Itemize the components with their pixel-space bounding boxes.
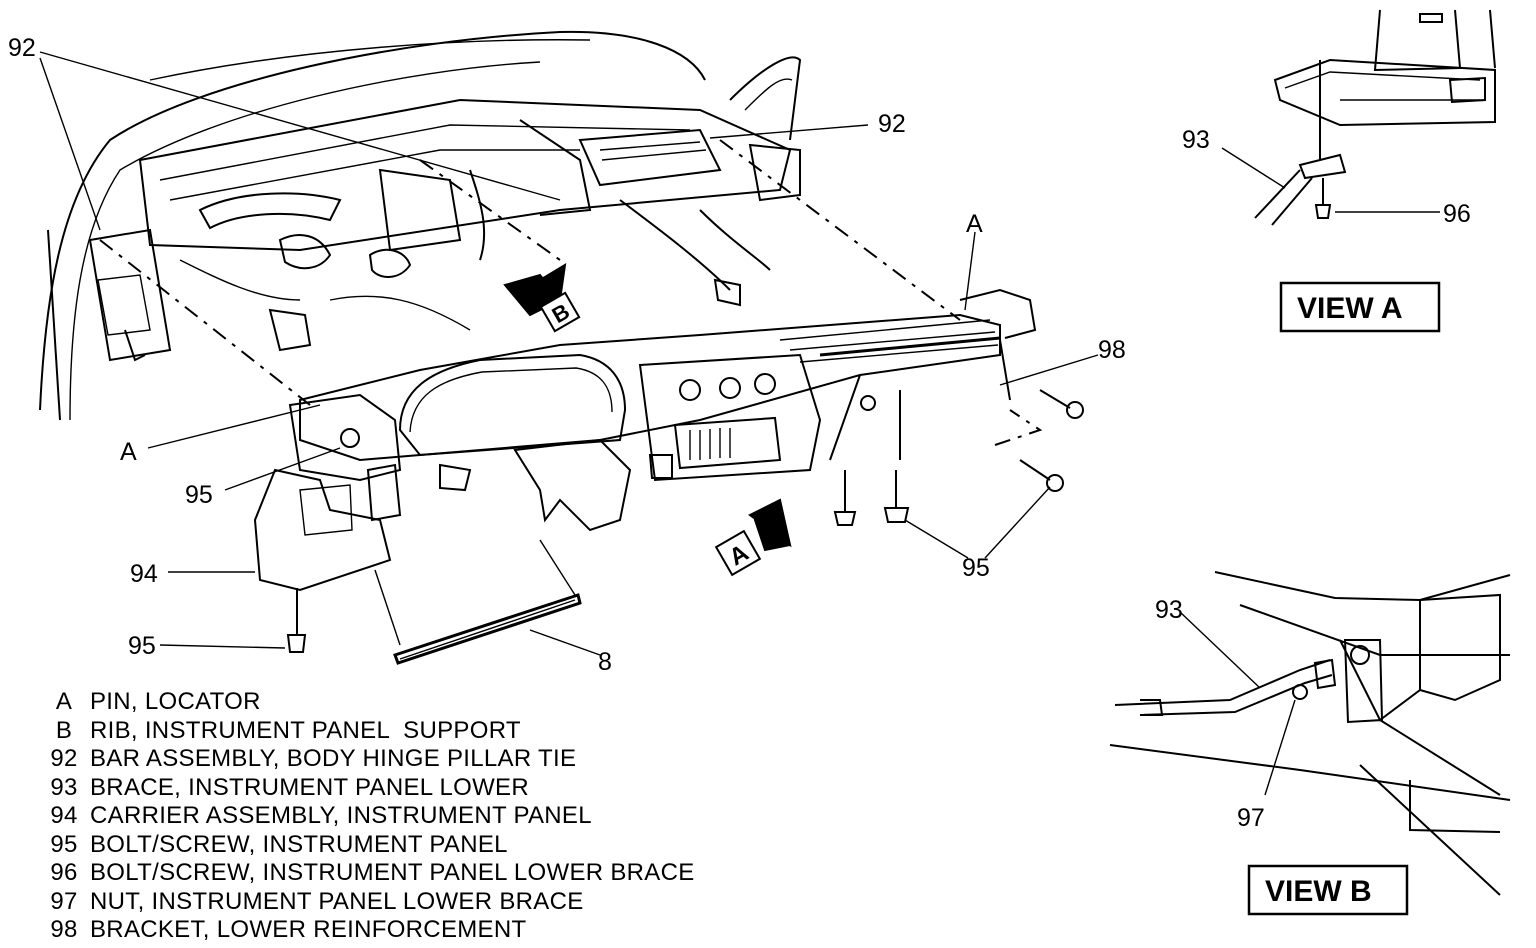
view-a-title-box (1279, 281, 1441, 333)
callout-96-view-a: 96 (1443, 200, 1471, 228)
bolt-icon (860, 395, 876, 411)
legend-text: RIB, INSTRUMENT PANEL SUPPORT (90, 716, 521, 744)
legend-code: B (55, 716, 73, 744)
callout-a-right: A (966, 210, 983, 238)
legend-code: 95 (50, 830, 78, 858)
view-b-title-box (1247, 864, 1409, 916)
legend-item: 97 NUT, INSTRUMENT PANEL LOWER BRACE (38, 888, 758, 917)
legend-text: BAR ASSEMBLY, BODY HINGE PILLAR TIE (90, 745, 577, 773)
legend-item: A PIN, LOCATOR (38, 688, 758, 717)
legend-code: 96 (50, 859, 78, 887)
callout-92-top-left: 92 (8, 34, 36, 62)
bolt-icon (1039, 389, 1084, 419)
legend-item: 95 BOLT/SCREW, INSTRUMENT PANEL (38, 831, 758, 860)
main-assembly-drawing: B (39, 30, 1099, 665)
legend-text: PIN, LOCATOR (90, 688, 261, 716)
legend-text: BOLT/SCREW, INSTRUMENT PANEL LOWER BRACE (90, 859, 695, 887)
legend-code: 94 (50, 802, 78, 830)
view-a-detail (1221, 9, 1496, 226)
callout-94: 94 (130, 560, 158, 588)
view-a-title: VIEW A (1297, 292, 1403, 325)
bolt-icon (883, 470, 910, 523)
callout-98: 98 (1098, 336, 1126, 364)
legend-item: 93 BRACE, INSTRUMENT PANEL LOWER (38, 774, 758, 803)
callout-97-view-b: 97 (1237, 804, 1265, 832)
callout-93-view-b: 93 (1155, 596, 1183, 624)
legend-code: 92 (50, 745, 78, 773)
view-b-detail (1109, 571, 1511, 896)
legend-code: A (55, 688, 73, 716)
arrow-a-marker: A (714, 529, 762, 577)
parts-legend: A PIN, LOCATOR B RIB, INSTRUMENT PANEL S… (38, 688, 758, 945)
callout-93-view-a: 93 (1182, 126, 1210, 154)
view-b-title: VIEW B (1265, 875, 1372, 908)
bolt-icon (286, 588, 307, 653)
legend-item: 92 BAR ASSEMBLY, BODY HINGE PILLAR TIE (38, 745, 758, 774)
legend-item: 94 CARRIER ASSEMBLY, INSTRUMENT PANEL (38, 802, 758, 831)
callout-95-left: 95 (185, 481, 213, 509)
legend-text: NUT, INSTRUMENT PANEL LOWER BRACE (90, 887, 584, 915)
bolt-icon (1019, 459, 1064, 492)
callout-8: 8 (598, 648, 612, 676)
legend-item: 96 BOLT/SCREW, INSTRUMENT PANEL LOWER BR… (38, 859, 758, 888)
bolt-icon (833, 470, 857, 526)
legend-code: 98 (50, 916, 78, 944)
callout-92-top-right: 92 (878, 110, 906, 138)
legend-text: CARRIER ASSEMBLY, INSTRUMENT PANEL (90, 802, 592, 830)
arrow-b-marker: B (539, 291, 581, 333)
legend-item: 98 BRACKET, LOWER REINFORCEMENT (38, 916, 758, 945)
legend-code: 93 (50, 773, 78, 801)
callout-95-right: 95 (962, 554, 990, 582)
legend-item: B RIB, INSTRUMENT PANEL SUPPORT (38, 717, 758, 746)
callout-a-left: A (120, 438, 137, 466)
legend-text: BRACE, INSTRUMENT PANEL LOWER (90, 773, 529, 801)
legend-text: BRACKET, LOWER REINFORCEMENT (90, 916, 527, 944)
legend-text: BOLT/SCREW, INSTRUMENT PANEL (90, 830, 508, 858)
legend-code: 97 (50, 887, 78, 915)
callout-95-bottom: 95 (128, 632, 156, 660)
